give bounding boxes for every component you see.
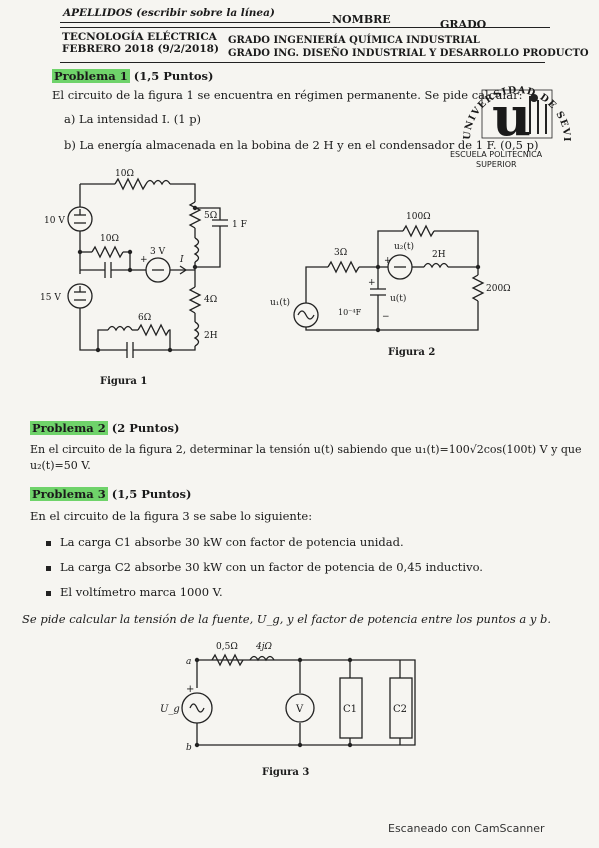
fig2-inductor-2h (423, 262, 449, 269)
fig1-resistor-10-top (114, 177, 147, 191)
fig1-label-r-top: 10Ω (115, 169, 134, 179)
fig1-current-arrow (179, 265, 188, 275)
degree-1: GRADO INGENIERÍA QUÍMICA INDUSTRIAL (228, 35, 480, 46)
fig1-capacitor-bottom (98, 342, 170, 358)
fig1-resistor-10-mid (91, 245, 124, 259)
fig3-label-c1: C1 (343, 704, 357, 715)
problem3-statement: En el circuito de la figura 3 se sabe lo… (30, 509, 313, 523)
fig2-label-cap: 10⁻⁴F (338, 308, 362, 317)
problem3-title: Problema 3 (30, 487, 108, 501)
problem1-part-a: a) La intensidad I. (1 p) (64, 112, 202, 126)
fig1-capacitor-mid (80, 262, 130, 278)
figure1-caption: Figura 1 (100, 376, 147, 387)
fig2-resistor-200 (471, 274, 485, 302)
fig2-label-2h: 2H (432, 250, 446, 260)
fig1-label-1f: 1 F (232, 220, 247, 230)
fig1-label-15v: 15 V (40, 293, 61, 303)
fig2-source-u1 (293, 302, 319, 328)
bullet-marker (46, 566, 51, 571)
problem1-part-b: b) La energía almacenada en la bobina de… (64, 138, 539, 152)
problem3-bullet-3: El voltímetro marca 1000 V. (60, 585, 223, 599)
problem3-question: Se pide calcular la tensión de la fuente… (22, 612, 552, 626)
apellidos-label: APELLIDOS (escribir sobre la línea) (63, 7, 275, 19)
school-name-2: SUPERIOR (476, 160, 517, 169)
scanner-watermark: Escaneado con CamScanner (388, 822, 545, 835)
fig2-label-u1: u₁(t) (270, 297, 290, 308)
fig1-resistor-6 (137, 323, 170, 337)
problem3-points: (1,5 Puntos) (111, 487, 192, 501)
fig3-label-x: 4jΩ (255, 642, 273, 652)
fig3-load-c1 (339, 677, 363, 739)
fig3-label-ug: U_g (160, 704, 180, 715)
fig3-plus: + (186, 684, 194, 695)
fig2-label-200: 200Ω (486, 284, 511, 294)
fig3-inductor (249, 655, 275, 662)
logo-letter: u (492, 84, 531, 148)
header-top-rule (60, 27, 550, 28)
fig1-label-r-mid: 10Ω (100, 234, 119, 244)
fig1-inductor-right (193, 237, 200, 263)
fig1-resistor-4 (188, 286, 202, 314)
school-name-1: ESCUELA POLITECNICA (450, 150, 543, 159)
apellidos-line (60, 22, 330, 23)
problem1-statement: El circuito de la figura 1 se encuentra … (52, 88, 523, 102)
fig3-label-c2: C2 (393, 704, 407, 715)
fig2-label-3: 3Ω (334, 248, 347, 258)
degree-2: GRADO ING. DISEÑO INDUSTRIAL Y DESARROLL… (228, 48, 589, 59)
bullet-marker (46, 591, 51, 596)
fig1-label-2h: 2H (204, 331, 218, 341)
problem3-heading: Problema 3 (1,5 Puntos) (30, 487, 191, 501)
problem3-bullet-1: La carga C1 absorbe 30 kW con factor de … (60, 535, 404, 549)
university-logo: UNIVERSIDAD DE SEVILLA u (452, 60, 571, 148)
exam-date: FEBRERO 2018 (9/2/2018) (62, 43, 219, 55)
figure3-caption: Figura 3 (262, 767, 309, 778)
fig1-label-6: 6Ω (138, 313, 151, 323)
fig2-label-u2: u₂(t) (394, 241, 414, 252)
subject-title: TECNOLOGÍA ELÉCTRICA (62, 31, 217, 43)
fig1-inductor-2h (193, 321, 200, 347)
figure2-caption: Figura 2 (388, 347, 435, 358)
problem1-title: Problema 1 (52, 69, 130, 83)
fig2-resistor-3 (327, 260, 360, 274)
problem2-heading: Problema 2 (2 Puntos) (30, 421, 179, 435)
problem2-line2: u₂(t)=50 V. (30, 459, 91, 472)
problem1-heading: Problema 1 (1,5 Puntos) (52, 69, 213, 83)
bullet-marker (46, 541, 51, 546)
fig2-label-ut: u(t) (390, 293, 406, 304)
fig2-label-100: 100Ω (406, 212, 431, 222)
fig2-capacitor (370, 267, 386, 330)
nombre-label: NOMBRE (332, 13, 391, 26)
fig3-resistor (211, 653, 244, 667)
grado-label: GRADO (440, 18, 487, 31)
problem3-bullet-2: La carga C2 absorbe 30 kW con un factor … (60, 560, 483, 574)
fig2-resistor-100 (402, 224, 435, 238)
figure2-circuit: 100Ω u₂(t) + 3Ω 2H u₁(t) + u(t) − 10⁻⁴F … (270, 212, 511, 358)
problem2-title: Problema 2 (30, 421, 108, 435)
fig1-label-4: 4Ω (204, 295, 217, 305)
fig3-label-a: a (186, 657, 191, 667)
fig3-label-v: V (295, 704, 304, 715)
fig3-label-r: 0,5Ω (216, 642, 238, 652)
fig2-minus-cap: − (382, 312, 390, 322)
figure1-circuit: 10Ω 10 V 10Ω 3 V + I 5Ω 1 F 15 V 4Ω 6Ω 2… (40, 169, 247, 387)
fig3-label-b: b (186, 743, 192, 753)
fig1-inductor-bottom (107, 325, 133, 332)
problem2-points: (2 Puntos) (111, 421, 180, 435)
fig2-plus-cap: + (368, 278, 376, 288)
fig1-label-5: 5Ω (204, 211, 217, 221)
fig1-label-10v: 10 V (44, 216, 65, 226)
fig1-inductor-top (145, 179, 171, 186)
fig1-label-current: I (179, 255, 184, 265)
fig2-plus-u2: + (384, 256, 392, 266)
fig1-plus-3v: + (140, 255, 148, 265)
fig3-voltmeter (285, 693, 315, 723)
header-bottom-rule (60, 62, 545, 63)
fig3-load-c2 (389, 677, 413, 739)
problem2-line1: En el circuito de la figura 2, determina… (30, 443, 582, 456)
figure3-circuit: 0,5Ω 4jΩ a b + U_g V C1 C2 Figura 3 (160, 642, 416, 778)
fig1-resistor-5 (188, 201, 202, 229)
fig1-label-3v: 3 V (150, 247, 166, 257)
problem1-points: (1,5 Puntos) (133, 69, 214, 83)
